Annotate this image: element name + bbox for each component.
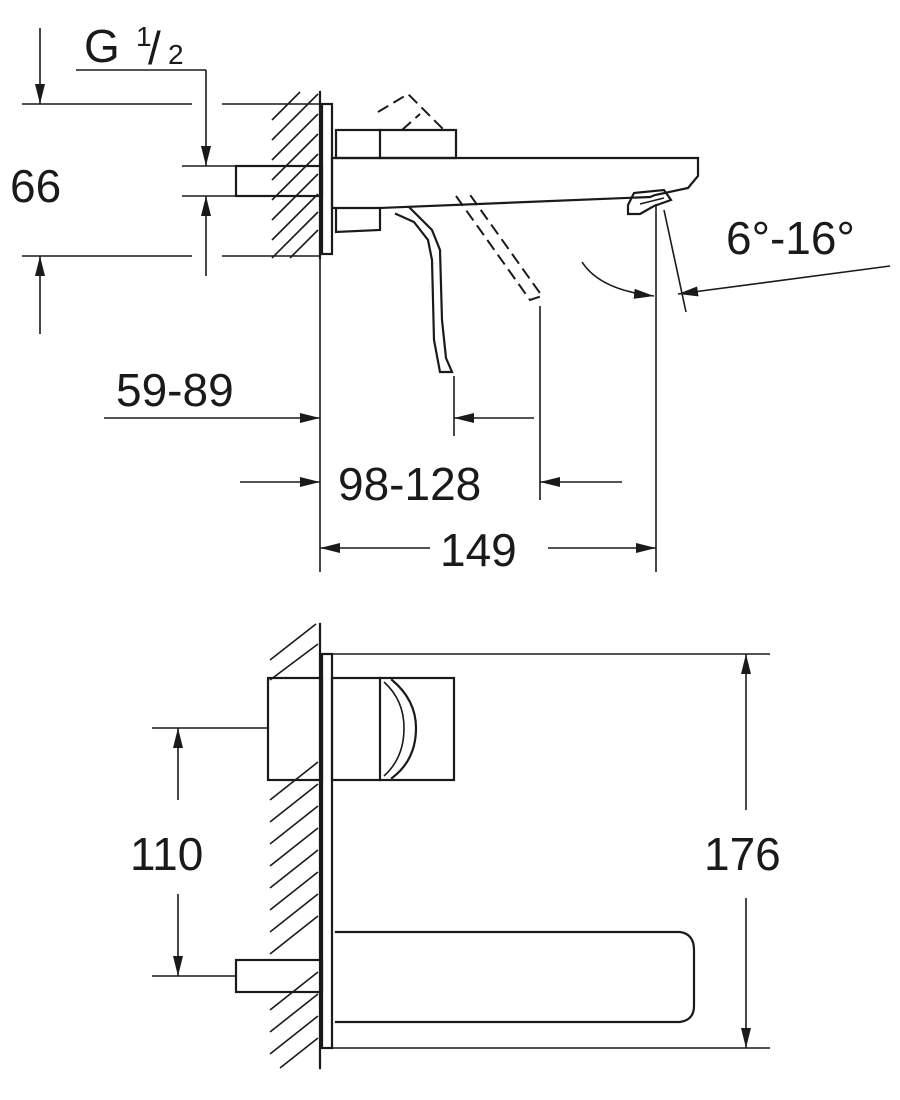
dimension-176: 176 [332, 653, 781, 1049]
label-110: 110 [130, 828, 203, 880]
dimension-66: 66 [10, 28, 320, 334]
label-176: 176 [704, 828, 781, 880]
spout-front [234, 930, 696, 1024]
label-angle: 6°-16° [726, 212, 855, 264]
dimension-149: 149 [320, 524, 656, 576]
wall-hatching-top [271, 91, 319, 259]
mixer-body-front [266, 676, 456, 782]
thread-letter: G [84, 20, 120, 72]
handle-open-position-dashed [377, 92, 544, 302]
thread-numerator: 1 [136, 21, 152, 52]
label-149: 149 [440, 524, 517, 576]
thread-label: G 1 / 2 [76, 20, 206, 74]
thread-denominator: 2 [168, 39, 184, 70]
label-66: 66 [10, 160, 61, 212]
supply-pipe-stub [234, 164, 324, 198]
wall-plate-bottom [320, 652, 334, 1050]
dimension-angle: 6°-16° [581, 204, 891, 572]
label-59-89: 59-89 [116, 364, 234, 416]
thread-slash: / [148, 22, 161, 74]
dimension-110: 110 [130, 727, 268, 977]
dimension-98-128: 98-128 [240, 306, 622, 510]
wall-plate-top [320, 102, 334, 256]
spout-side [330, 156, 700, 216]
front-view: 110 176 [130, 622, 781, 1070]
handle-side [334, 128, 458, 374]
wall-hatching-bottom [269, 623, 319, 1069]
label-98-128: 98-128 [338, 458, 481, 510]
dimension-59-89: 59-89 [104, 258, 321, 572]
side-view: 66 G 1 / 2 6°-16° 59-89 [10, 20, 891, 576]
